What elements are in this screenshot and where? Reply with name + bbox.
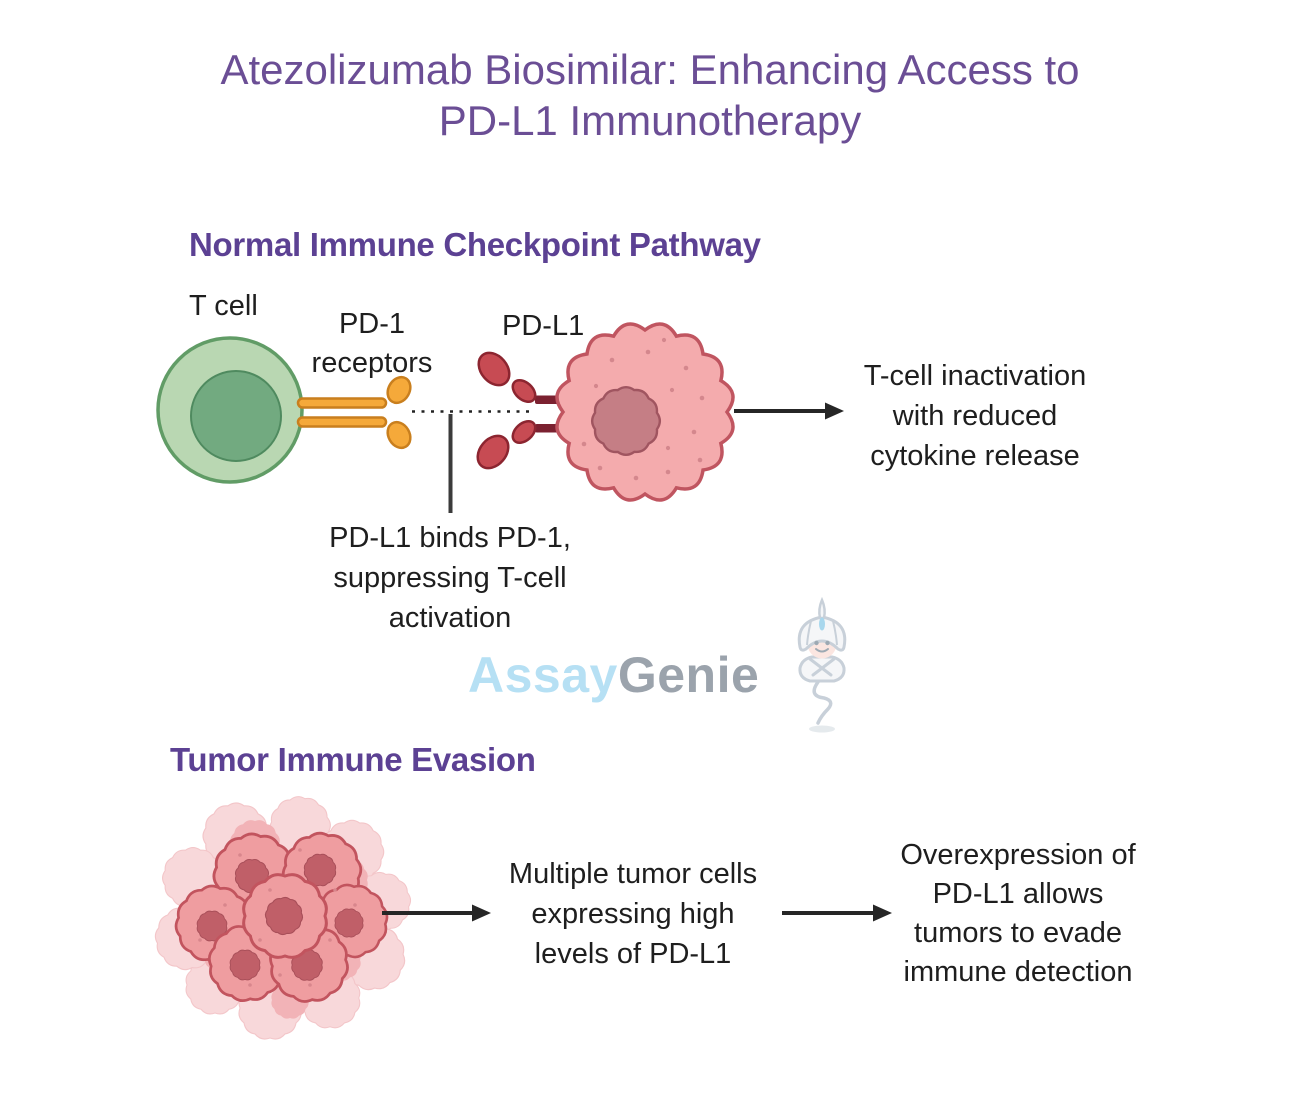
pdl1-label: PD-L1 — [502, 310, 585, 342]
overexpression-line4: immune detection — [903, 956, 1133, 988]
genie-mascot-icon — [797, 596, 847, 733]
binding-note-line2: suppressing T-cell — [333, 562, 567, 594]
checkpoint-pathway-diagram — [156, 322, 844, 513]
pd1-label-line1: PD-1 — [338, 308, 406, 340]
tumor-cells-note: Multiple tumor cells expressing high lev… — [473, 854, 793, 974]
tumor-cluster-speckles — [198, 848, 357, 987]
page-title-line2: PD-L1 Immunotherapy — [438, 97, 862, 144]
overexpression-note: Overexpression of PD-L1 allows tumors to… — [858, 836, 1178, 992]
page-title-line1: Atezolizumab Biosimilar: Enhancing Acces… — [220, 46, 1080, 93]
tcell-inactivation-line3: cytokine release — [870, 440, 1080, 472]
tumor-cells-line2: expressing high — [531, 898, 735, 930]
overexpression-line1: Overexpression of — [900, 839, 1136, 871]
binding-note-line3: activation — [388, 602, 512, 634]
t-cell-label: T cell — [189, 290, 258, 322]
watermark-logo-genie: Genie — [617, 647, 760, 703]
tumor-cells-line1: Multiple tumor cells — [508, 858, 758, 890]
overexpression-line2: PD-L1 allows — [932, 878, 1104, 910]
tcell-inactivation-line2: with reduced — [892, 400, 1058, 432]
pd1-label-line2: receptors — [311, 347, 433, 379]
tumor-cluster-illustration — [146, 784, 418, 1051]
watermark-logo: AssayGenie — [468, 646, 759, 704]
section-heading-checkpoint-pathway: Normal Immune Checkpoint Pathway — [189, 226, 761, 263]
t-cell-illustration — [156, 336, 304, 484]
arrow-right-icon-2 — [382, 904, 491, 922]
tcell-inactivation-line1: T-cell inactivation — [863, 360, 1087, 392]
section-heading-tumor-evasion: Tumor Immune Evasion — [170, 741, 536, 778]
page-title: Atezolizumab Biosimilar: Enhancing Acces… — [0, 44, 1300, 146]
pd1-receptors-label: PD-1 receptors — [262, 305, 482, 383]
tumor-cells-line3: levels of PD-L1 — [534, 938, 732, 970]
watermark-logo-assay: Assay — [468, 647, 618, 703]
pdl1-binding-note: PD-L1 binds PD-1, suppressing T-cell act… — [290, 518, 610, 638]
overexpression-line3: tumors to evade — [914, 917, 1122, 949]
tcell-inactivation-note: T-cell inactivation with reduced cytokin… — [815, 356, 1135, 476]
tumor-cell-illustration — [555, 322, 735, 502]
arrow-right-icon-3 — [782, 904, 892, 922]
binding-note-line1: PD-L1 binds PD-1, — [329, 522, 571, 554]
tumor-cell-speckles — [581, 337, 705, 481]
arrow-right-icon — [734, 402, 844, 420]
pd1-receptors-illustration — [296, 375, 412, 450]
pdl1-ligands-illustration — [476, 351, 537, 470]
